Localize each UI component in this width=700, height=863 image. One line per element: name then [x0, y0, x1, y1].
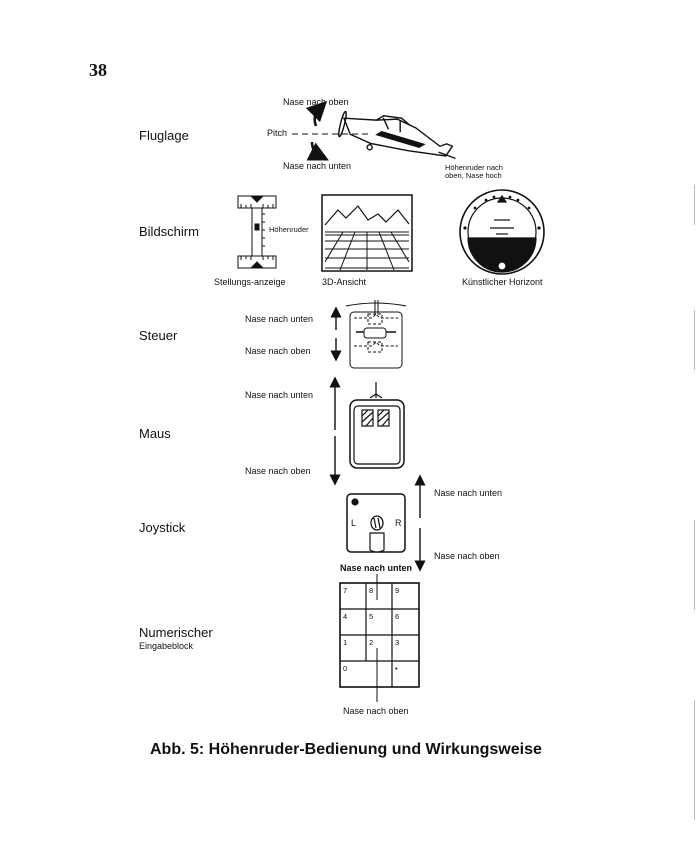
label-keypad-nose-up: Nase nach oben: [343, 706, 409, 716]
label-elevator: Höhenruder: [269, 225, 309, 234]
keypad-key-5: 5: [369, 612, 374, 621]
artificial-horizon-gauge: [459, 189, 545, 275]
keypad-key-6: 6: [395, 612, 400, 621]
row-label-eingabeblock: Eingabeblock: [139, 641, 194, 651]
3d-view-screen: [321, 194, 413, 272]
row-label-maus: Maus: [139, 426, 171, 441]
label-pitch: Pitch: [267, 128, 288, 138]
position-indicator-gauge: [237, 195, 277, 269]
label-artificial-horizon: Künstlicher Horizont: [462, 277, 543, 287]
label-position-indicator: Stellungs-anzeige: [214, 277, 286, 287]
label-joystick-right: R: [395, 518, 402, 528]
page-number: 38: [89, 60, 107, 80]
pitch-down-arrow: [306, 141, 329, 161]
scan-edge-mark: [694, 700, 695, 820]
figure-caption: Abb. 5: Höhenruder-Bedienung und Wirkung…: [150, 741, 542, 758]
scan-edge-mark: [694, 185, 695, 225]
keypad-key-4: 4: [343, 612, 348, 621]
label-joystick-nose-down: Nase nach unten: [434, 488, 503, 498]
label-elevator-note-1: Höhenruder nach: [445, 163, 503, 172]
label-elevator-note-2: oben, Nase hoch: [445, 171, 502, 180]
label-joystick-nose-up: Nase nach oben: [434, 551, 500, 561]
joystick-device: [346, 493, 406, 553]
row-label-bildschirm: Bildschirm: [139, 224, 199, 239]
label-joystick-left: L: [351, 518, 357, 528]
pitch-up-arrow: [305, 100, 328, 127]
numeric-keypad: [339, 574, 420, 702]
label-steuer-nose-up: Nase nach oben: [245, 346, 311, 356]
label-maus-nose-up: Nase nach oben: [245, 466, 311, 476]
keypad-key-decimal: •: [395, 664, 398, 673]
keypad-key-9: 9: [395, 586, 400, 595]
row-label-joystick: Joystick: [139, 520, 186, 535]
keypad-key-1: 1: [343, 638, 348, 647]
scan-edge-mark: [694, 310, 695, 370]
label-3d-view: 3D-Ansicht: [322, 277, 367, 287]
label-nose-up: Nase nach oben: [283, 97, 349, 107]
label-nose-down: Nase nach unten: [283, 161, 352, 171]
keypad-key-2: 2: [369, 638, 374, 647]
yoke-control: [345, 300, 407, 369]
scan-edge-mark: [694, 520, 695, 610]
mouse-device: [349, 382, 405, 469]
row-label-fluglage: Fluglage: [139, 128, 189, 143]
label-steuer-nose-down: Nase nach unten: [245, 314, 314, 324]
row-label-numerischer: Numerischer: [139, 625, 213, 640]
row-label-steuer: Steuer: [139, 328, 178, 343]
airplane-icon: [338, 110, 456, 160]
keypad-key-7: 7: [343, 586, 348, 595]
label-maus-nose-down: Nase nach unten: [245, 390, 314, 400]
keypad-key-8: 8: [369, 586, 374, 595]
label-keypad-nose-down: Nase nach unten: [340, 563, 413, 573]
keypad-key-0: 0: [343, 664, 348, 673]
keypad-key-3: 3: [395, 638, 400, 647]
